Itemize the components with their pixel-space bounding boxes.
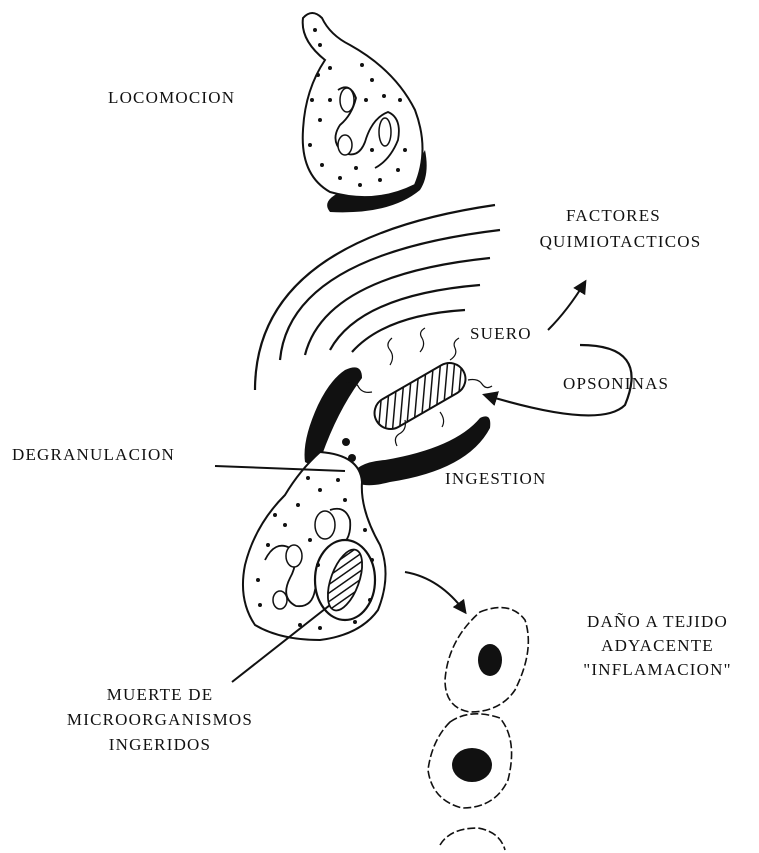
adjacent-tissue-cells [428, 608, 528, 851]
label-suero: SUERO [470, 323, 532, 345]
label-factores-line2: QUIMIOTACTICOS [508, 231, 733, 253]
label-dano-line2: ADYACENTE [560, 635, 755, 657]
phagosome [315, 540, 375, 620]
label-muerte-microorganismos: MUERTE DE MICROORGANISMOS INGERIDOS [55, 684, 265, 756]
label-factores-line1: FACTORES [494, 205, 733, 227]
locomoting-neutrophil [303, 13, 427, 212]
neutrophil-body [303, 13, 423, 197]
label-degranulacion: DEGRANULACION [12, 444, 175, 466]
damage-arrow [405, 572, 465, 612]
label-muerte-line3: INGERIDOS [55, 734, 265, 756]
label-dano-line1: DAÑO A TEJIDO [560, 611, 755, 633]
label-muerte-line1: MUERTE DE [55, 684, 265, 706]
label-dano-line3: "INFLAMACION" [560, 659, 755, 681]
label-factores-quimiotacticos: FACTORES QUIMIOTACTICOS [508, 205, 733, 253]
label-muerte-line2: MICROORGANISMOS [55, 709, 265, 731]
suero-to-factores-arrow [548, 282, 585, 330]
label-opsoninas: OPSONINAS [563, 373, 669, 395]
label-locomocion: LOCOMOCION [108, 87, 235, 109]
chemotactic-waves [255, 205, 500, 390]
label-dano-tejido: DAÑO A TEJIDO ADYACENTE "INFLAMACION" [560, 611, 755, 681]
label-ingestion: INGESTION [445, 468, 546, 490]
